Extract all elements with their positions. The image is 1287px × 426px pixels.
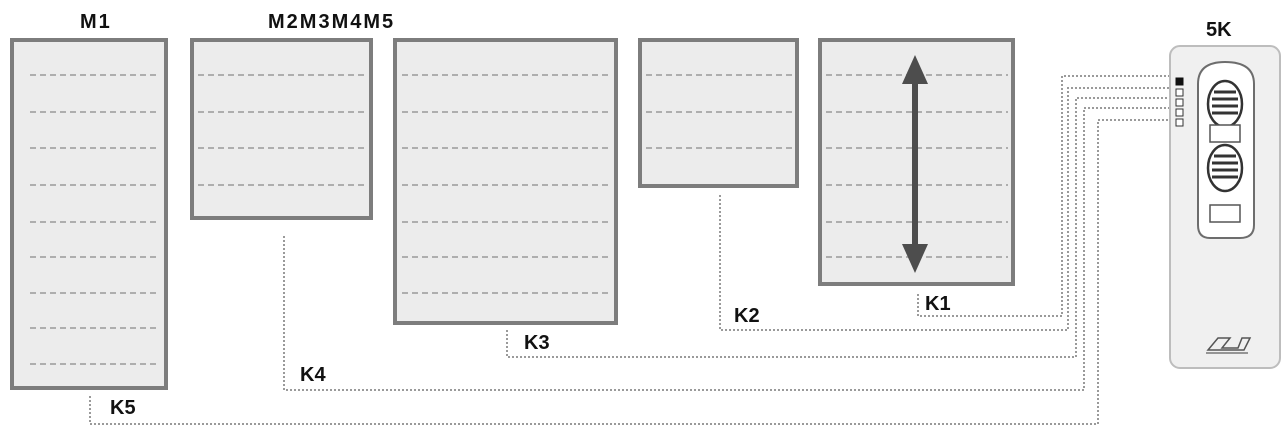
- label-m2-m5: M2M3M4M5: [268, 11, 396, 33]
- remote-control-icon: [1169, 45, 1281, 369]
- wire-route: [917, 75, 1176, 317]
- slat-lines: [30, 74, 1008, 365]
- label-k2: K2: [734, 305, 760, 327]
- double-vertical-arrow-icon: [902, 55, 928, 273]
- blind-m3: [393, 38, 618, 325]
- blind-m1: [10, 38, 168, 390]
- wire-route: [719, 87, 1176, 331]
- wire-route: [89, 119, 1176, 425]
- wire-route: [506, 97, 1176, 358]
- label-k5: K5: [110, 397, 136, 419]
- label-remote: 5K: [1206, 19, 1232, 41]
- wire-route: [283, 107, 1176, 391]
- wires: [89, 75, 1176, 425]
- label-m1: M1: [80, 11, 112, 33]
- brand-logo-icon: [1206, 337, 1252, 354]
- blind-m2: [190, 38, 373, 220]
- label-k4: K4: [300, 364, 326, 386]
- label-k3: K3: [524, 332, 550, 354]
- label-k1: K1: [925, 293, 951, 315]
- blind-m4: [638, 38, 799, 188]
